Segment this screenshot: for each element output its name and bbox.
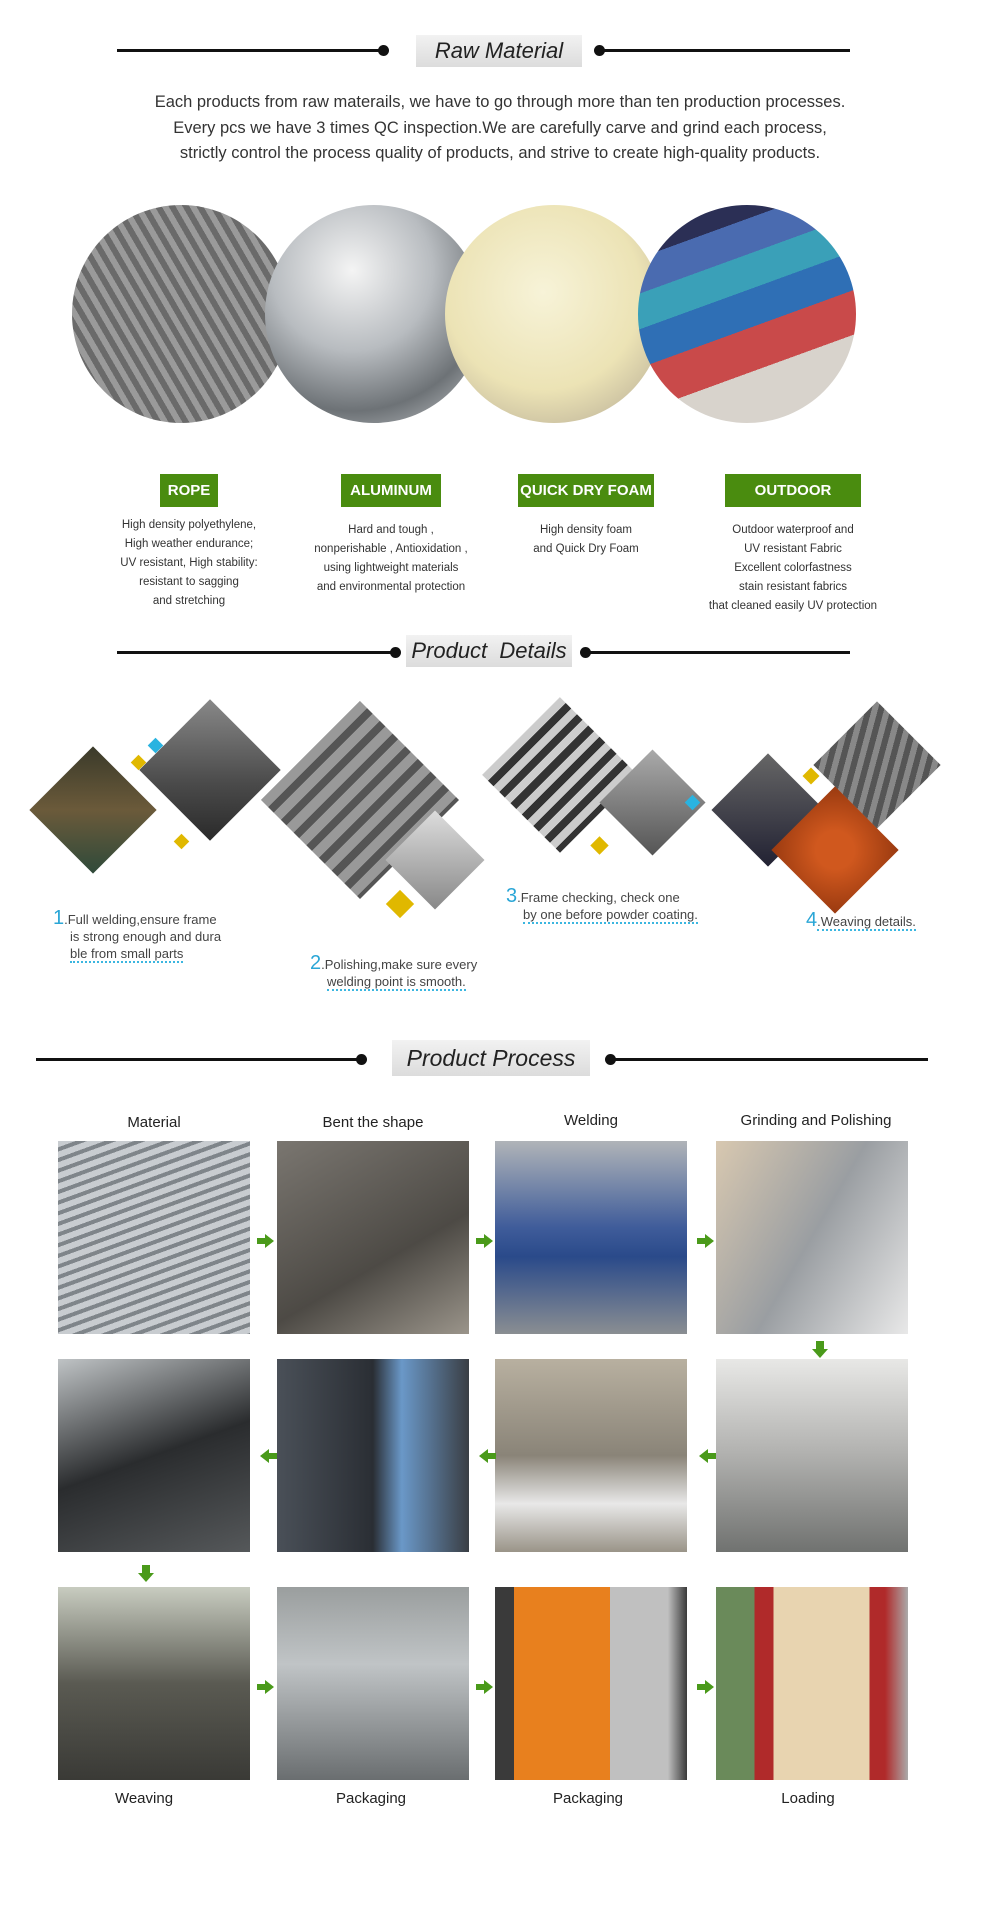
divider-line [609, 1058, 928, 1061]
process-label-grinding: Grinding and Polishing [740, 1112, 892, 1129]
intro-text: Each products from raw materails, we hav… [0, 90, 1000, 167]
arrow-right-icon [257, 1234, 274, 1248]
desc-line: that cleaned easily UV protection [708, 600, 878, 612]
desc-line: and stretching [152, 595, 226, 607]
rope-image [72, 205, 290, 423]
process-label-material: Material [127, 1114, 181, 1131]
material-photo [58, 1141, 250, 1334]
arrow-left-icon [699, 1449, 716, 1463]
process-label-weaving: Weaving [114, 1790, 174, 1807]
step-number: 2 [310, 952, 322, 974]
divider-dot [390, 647, 401, 658]
arrow-down-icon [812, 1341, 828, 1358]
process-label-packaging: Packaging [552, 1790, 624, 1807]
divider-line [36, 1058, 361, 1061]
powder-coating-photo [277, 1359, 469, 1552]
section-title-product-process: Product Process [392, 1040, 590, 1076]
weaving-workshop-photo [58, 1587, 250, 1780]
arrow-left-icon [260, 1449, 277, 1463]
desc-line: Excellent colorfastness [734, 562, 852, 574]
arrow-right-icon [476, 1680, 493, 1694]
arrow-down-icon [138, 1565, 154, 1582]
inspection-photo [716, 1359, 908, 1552]
section-title-raw-material: Raw Material [416, 35, 582, 67]
desc-line: using lightweight materials [323, 562, 459, 574]
desc-line: and Quick Dry Foam [533, 543, 639, 555]
caption-line: is strong enough and dura [70, 929, 222, 944]
intro-line: Each products from raw materails, we hav… [154, 93, 846, 111]
arrow-right-icon [697, 1680, 714, 1694]
arrow-right-icon [697, 1234, 714, 1248]
weaving-frames-photo [58, 1359, 250, 1552]
caption-line: .Polishing,make sure every [321, 957, 478, 972]
divider-line [117, 49, 383, 52]
divider-line [117, 651, 395, 654]
fabric-image [638, 205, 856, 423]
desc-line: High weather endurance; [124, 538, 254, 550]
divider-line [598, 49, 850, 52]
step-number: 3 [506, 885, 518, 907]
material-desc-aluminum: Hard and tough , nonperishable , Antioxi… [291, 521, 491, 597]
material-tag-rope: ROPE [160, 474, 218, 507]
material-desc-rope: High density polyethylene, High weather … [89, 516, 289, 611]
process-label-loading: Loading [781, 1790, 835, 1807]
desc-line: nonperishable , Antioxidation , [314, 543, 468, 555]
bent-shape-photo [277, 1141, 469, 1334]
decor-diamond [590, 836, 609, 855]
desc-line: High density foam [539, 524, 633, 536]
desc-line: and environmental protection [316, 581, 466, 593]
step-number: 4 [806, 909, 818, 931]
divider-line [584, 651, 850, 654]
welding-robot-photo [495, 1141, 687, 1334]
material-tag-aluminum: ALUMINUM [341, 474, 441, 507]
caption-line: .Weaving details. [817, 914, 916, 931]
frame-checking-photo [482, 697, 638, 853]
process-label-bent: Bent the shape [322, 1114, 424, 1131]
packaging-photo [277, 1587, 469, 1780]
step-caption-1: 1.Full welding,ensure frame is strong en… [53, 907, 222, 963]
divider-dot [356, 1054, 367, 1065]
decor-diamond [173, 833, 190, 850]
process-label-welding: Welding [564, 1112, 618, 1129]
arrow-left-icon [479, 1449, 496, 1463]
coated-frames-photo [495, 1359, 687, 1552]
decor-diamond [802, 767, 820, 785]
caption-line: .Frame checking, check one [517, 890, 680, 905]
process-label-packaging: Packaging [335, 1790, 407, 1807]
decor-diamond [385, 889, 415, 919]
intro-line: strictly control the process quality of … [179, 144, 821, 162]
packaging-container-photo [495, 1587, 687, 1780]
step-caption-2: 2.Polishing,make sure every welding poin… [310, 952, 478, 991]
caption-line: by one before powder coating. [523, 907, 698, 924]
intro-line: Every pcs we have 3 times QC inspection.… [173, 118, 827, 137]
welding-photo [139, 699, 281, 841]
caption-line: ble from small parts [70, 946, 184, 963]
material-desc-foam: High density foam and Quick Dry Foam [486, 521, 686, 559]
desc-line: UV resistant, High stability: [120, 557, 258, 569]
step-caption-3: 3.Frame checking, check one by one befor… [506, 885, 698, 924]
material-tag-foam: QUICK DRY FOAM [518, 474, 654, 507]
arrow-right-icon [257, 1680, 274, 1694]
step-number: 1 [53, 907, 65, 929]
step-caption-4: 4.Weaving details. [806, 909, 916, 931]
material-tag-fabric: OUTDOOR FABRIC [725, 474, 861, 532]
foam-image [445, 205, 663, 423]
material-desc-fabric: Outdoor waterproof and UV resistant Fabr… [693, 521, 893, 616]
desc-line: High density polyethylene, [121, 519, 257, 531]
caption-line: welding point is smooth. [327, 974, 466, 991]
arrow-right-icon [476, 1234, 493, 1248]
caption-line: .Full welding,ensure frame [64, 912, 217, 927]
desc-line: Outdoor waterproof and [732, 524, 854, 536]
desc-line: stain resistant fabrics [738, 581, 847, 593]
desc-line: Hard and tough , [348, 524, 434, 536]
section-title-product-details: Product Details [406, 635, 572, 667]
grinding-photo [716, 1141, 908, 1334]
desc-line: UV resistant Fabric [744, 543, 842, 555]
loading-truck-photo [716, 1587, 908, 1780]
desc-line: resistant to sagging [139, 576, 239, 588]
divider-dot [378, 45, 389, 56]
